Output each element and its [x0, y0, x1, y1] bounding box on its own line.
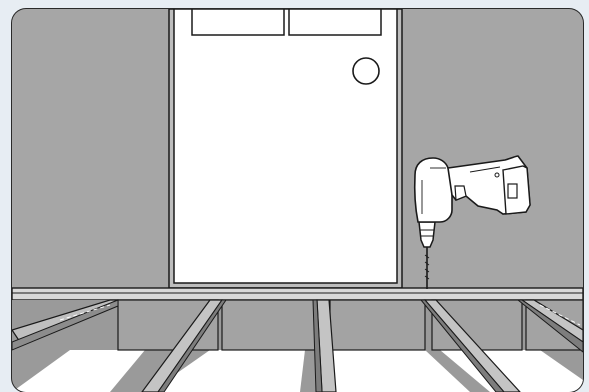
joist-2: [140, 299, 224, 392]
door-handle-icon: [352, 57, 380, 85]
floor-joists: [12, 299, 583, 392]
cordless-drill-icon: [413, 155, 531, 289]
door-window-left: [191, 9, 285, 36]
door-window-right: [288, 9, 382, 36]
door: [168, 9, 403, 289]
floor-edge-beam: [12, 287, 583, 301]
